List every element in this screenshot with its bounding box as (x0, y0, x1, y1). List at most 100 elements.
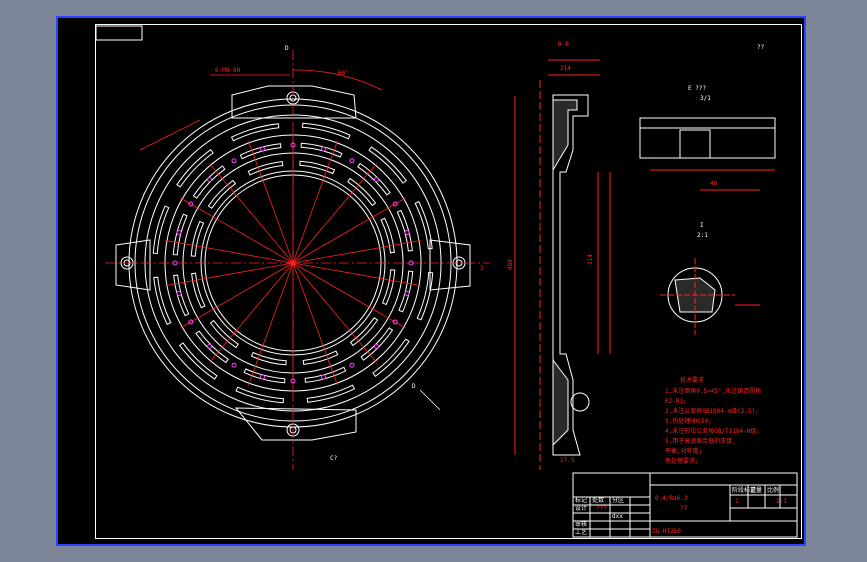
tb-col-0: 阶段标记 (732, 486, 756, 494)
dimension-ray (292, 262, 406, 329)
dimension-ray (292, 240, 422, 264)
cooling-slot (190, 220, 205, 257)
cooling-slot (347, 177, 377, 207)
dimension-ray (292, 262, 377, 363)
detail-i-scale: 2:1 (697, 232, 708, 239)
cooling-slot (396, 209, 413, 252)
note-5: 4.未注形位公差按GB/T1184-H级; (665, 427, 760, 435)
dim-a: 214 (560, 65, 571, 72)
dimension-ray (180, 262, 294, 329)
section-b-b (514, 59, 611, 470)
bolt-hole (188, 319, 194, 325)
bolt-hole (188, 201, 194, 207)
bolt-hole (290, 378, 296, 384)
cooling-slot (247, 161, 284, 176)
note-3: 2.未注公差按GB1804-m级(2.5); (665, 407, 759, 415)
detail-e-scale: 3/1 (700, 95, 711, 102)
cooling-slot (301, 122, 351, 140)
title-block (572, 472, 798, 538)
bolt-hole (404, 291, 410, 296)
drawing-frame (95, 24, 802, 539)
cooling-slot (152, 205, 170, 255)
lug-top (231, 85, 357, 119)
bolt-hole (404, 230, 410, 235)
section-title: B-B (558, 41, 569, 48)
cooling-slot (360, 327, 394, 361)
material: ZG-HT250 (652, 528, 681, 535)
bolt-hole (260, 374, 265, 380)
bolt-hole (207, 177, 213, 183)
bolt-hole (392, 201, 398, 207)
hole-spec: 6-M8-6H (215, 67, 241, 74)
note-7: 平衡,对称度; (665, 447, 702, 455)
cooling-slot (416, 271, 434, 321)
cooling-slot (191, 272, 206, 309)
cooling-slot (209, 319, 239, 349)
lug-right (429, 239, 471, 291)
dimension-ray (292, 262, 422, 286)
dimension-ray (180, 197, 294, 264)
cooling-slot (357, 162, 391, 196)
cooling-slot (250, 351, 287, 366)
cooling-slot (299, 160, 336, 175)
tb-col-2: 比例 (767, 486, 779, 494)
dimension-ray (292, 262, 338, 386)
bolt-hole (321, 146, 326, 152)
cooling-slot (243, 368, 286, 384)
angle-label: 60° (338, 70, 349, 77)
cooling-slot (192, 165, 226, 199)
tb-header-2: 分区 (612, 496, 624, 504)
cooling-slot (176, 149, 214, 188)
center-lines (105, 50, 490, 470)
cooling-slot (195, 330, 229, 364)
note-1: 1.未注倒角0.5×45°,未注铸造圆角 (665, 387, 761, 395)
bolt-hole (408, 260, 414, 266)
cooling-slot (235, 386, 285, 404)
cooling-slot (381, 269, 396, 306)
tb-role-1: 审核 (575, 520, 587, 528)
note-2: R2-R3; (665, 398, 687, 405)
roughness-mark: ?? (757, 44, 765, 51)
cooling-slot (173, 274, 190, 317)
dimension-ray (292, 140, 338, 264)
bolt-hole (321, 374, 326, 380)
note-4: 3.热处理HRC50; (665, 417, 712, 425)
cooling-slot (207, 179, 237, 209)
dimension-ray (292, 197, 406, 264)
dimension-ray (209, 163, 294, 264)
dimension-ray (248, 140, 294, 264)
lug-left (115, 239, 151, 291)
sheet-number: 1 (735, 498, 739, 505)
cooling-slot (380, 217, 395, 254)
tb-col-1: 重量 (750, 486, 762, 494)
cooling-slot (414, 200, 433, 250)
scale: 1:1 (776, 498, 787, 505)
lug-bottom (234, 407, 357, 441)
mark-d: D (285, 45, 289, 52)
cooling-slot (172, 213, 188, 256)
bolt-hole (231, 158, 237, 164)
cooling-slot (239, 143, 282, 160)
dim-b: 314 (587, 254, 594, 265)
bolt-hole (349, 362, 355, 368)
bolt-hole (172, 260, 178, 266)
tolerance-2: ?7 (680, 505, 688, 512)
bolt-hole (392, 319, 398, 325)
c-mark: C? (330, 455, 338, 462)
bolt-hole (373, 177, 379, 183)
cooling-slot (230, 123, 280, 142)
dim-c: 488 (507, 259, 514, 270)
corner-box (95, 25, 143, 41)
detail-i (660, 258, 760, 335)
cooling-slot (372, 338, 410, 377)
dim-d: 3 (480, 265, 484, 272)
cooling-slot (306, 384, 356, 403)
detail-e-label: E ??? (688, 85, 706, 92)
cooling-slot (398, 270, 414, 313)
detail-i-label: I (700, 222, 704, 229)
dim-e: 17.5 (560, 457, 575, 464)
dimension-ray (164, 240, 294, 264)
tb-role-0: 设计 (575, 504, 587, 512)
notes-title: 技术要求 (680, 376, 704, 384)
